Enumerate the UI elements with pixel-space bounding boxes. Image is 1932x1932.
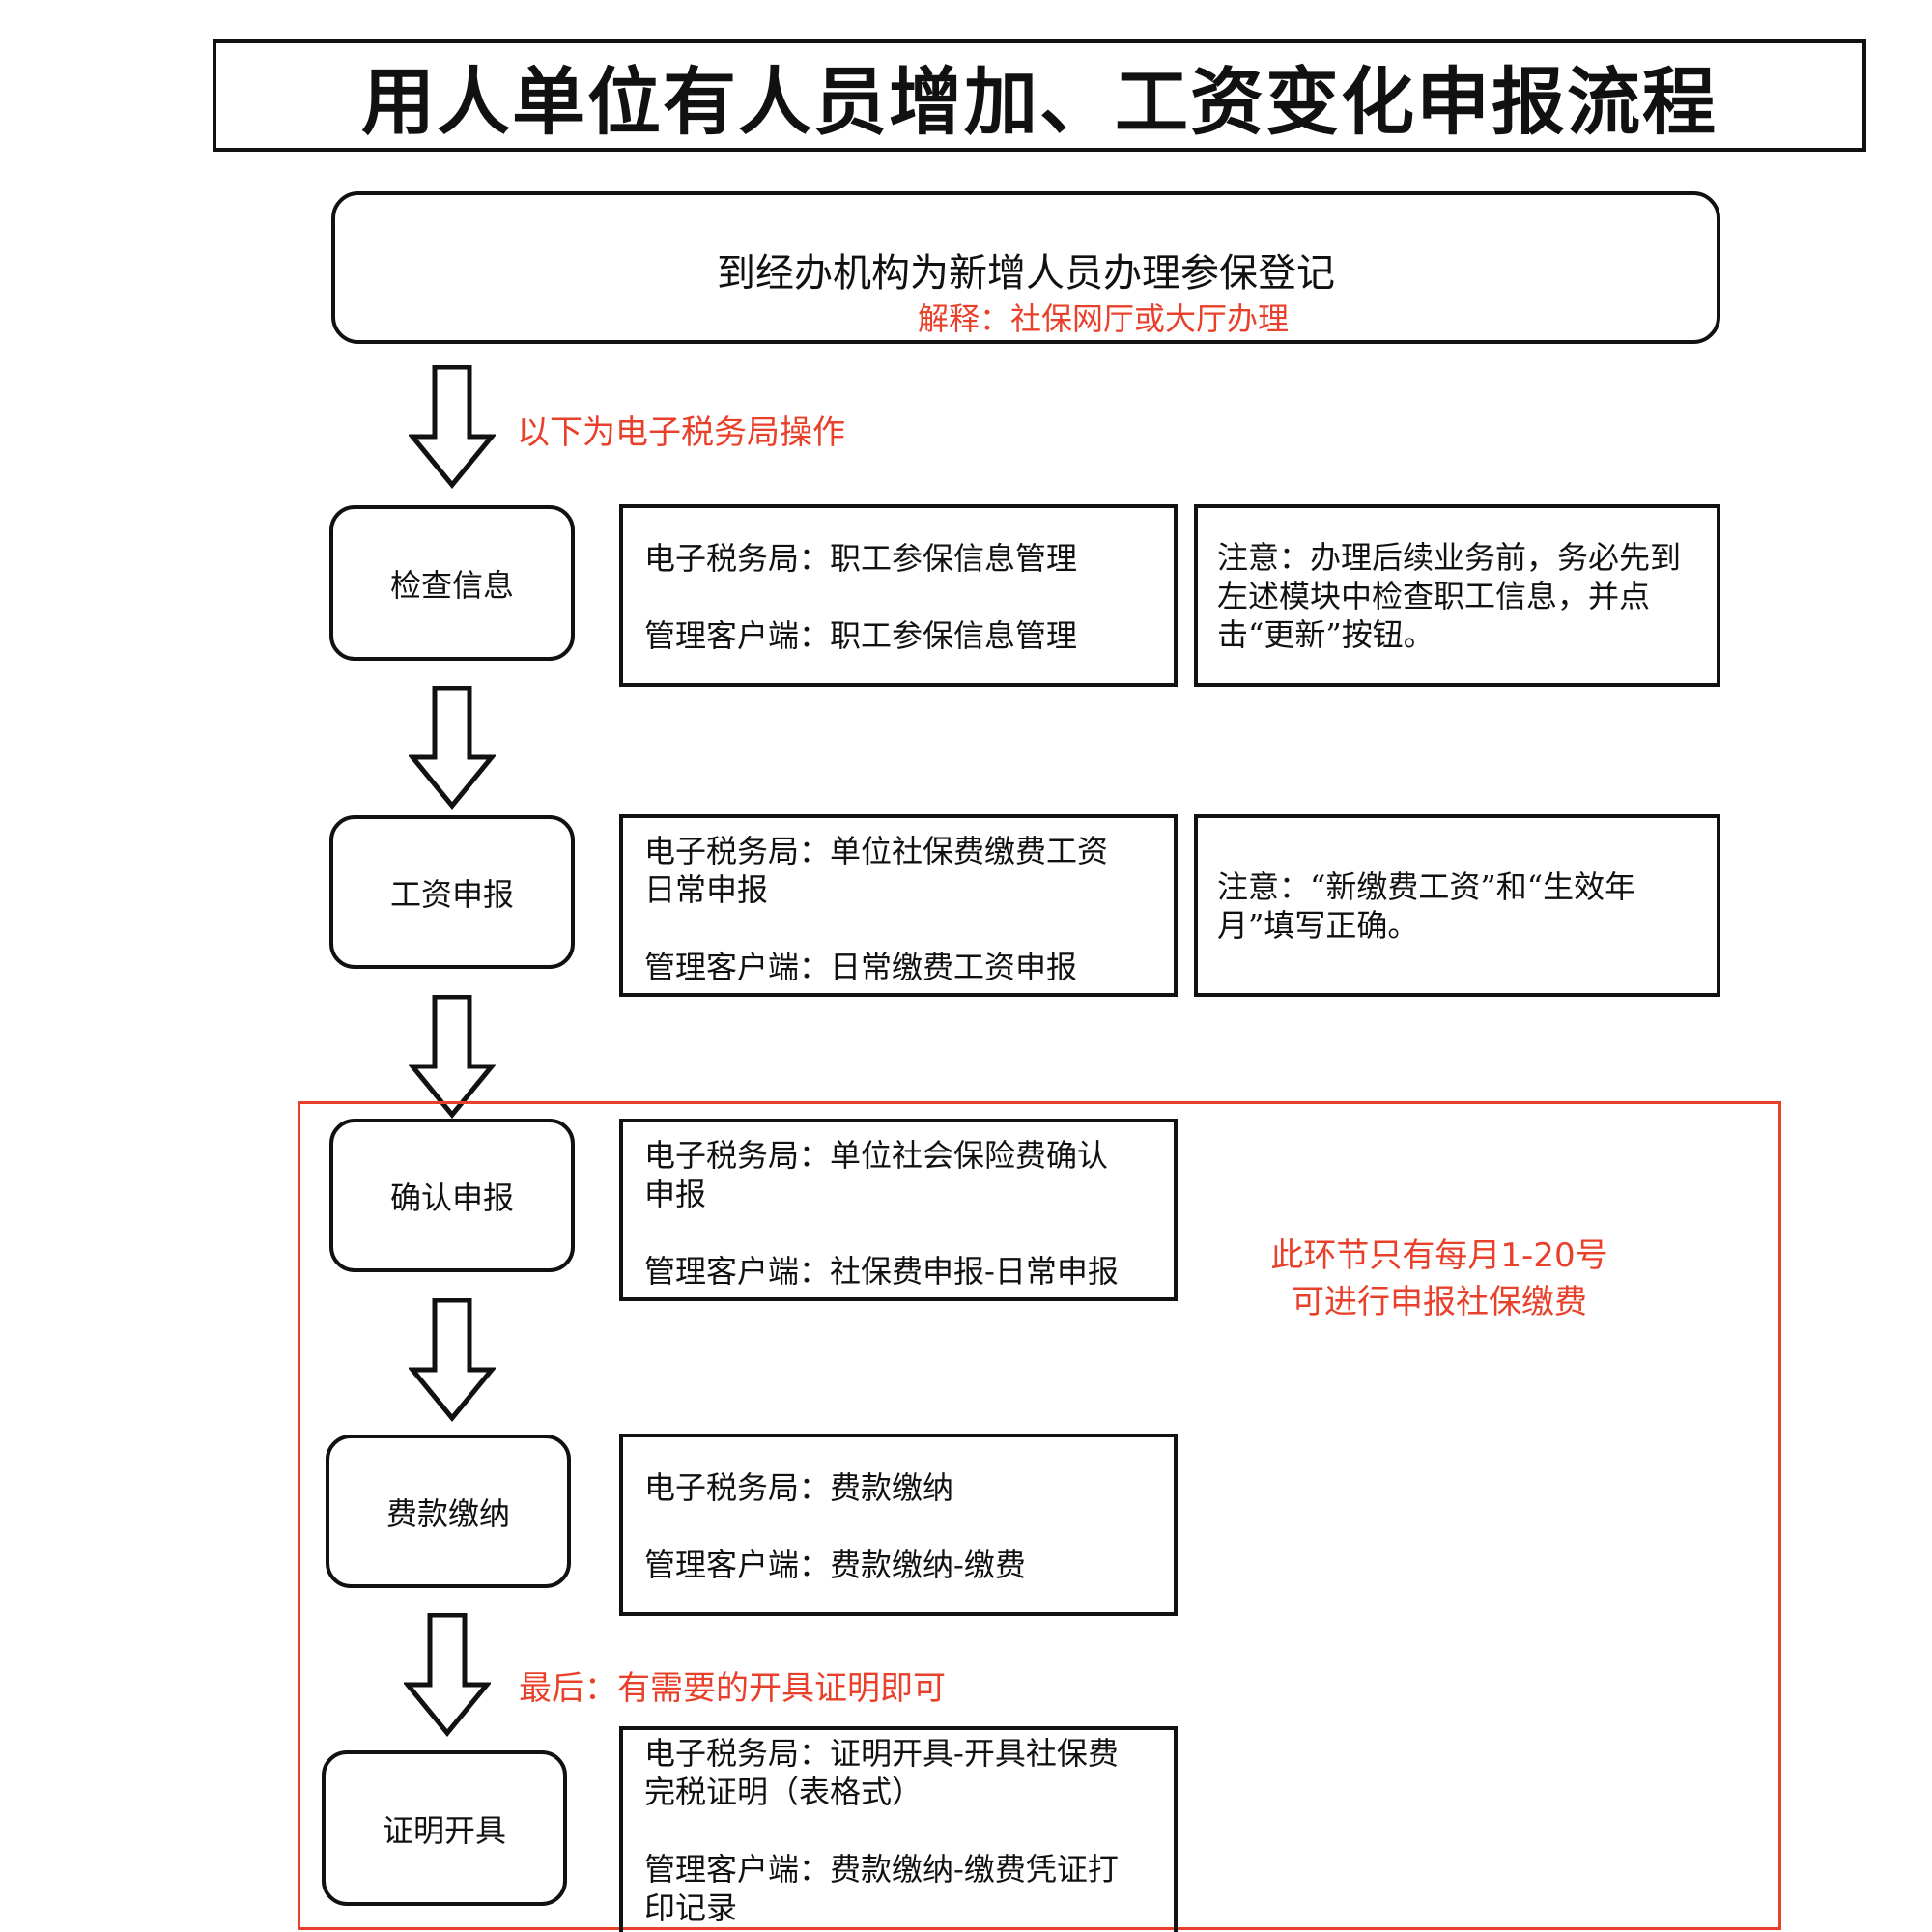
step-label: 工资申报 [389, 875, 514, 913]
detail-line: 管理客户端：费款缴纳-缴费 [644, 1547, 1026, 1583]
down-arrow-icon [409, 365, 496, 489]
detail-line: 电子税务局：单位社保费缴费工资 [644, 833, 1109, 869]
final-note: 最后：有需要的开具证明即可 [519, 1669, 946, 1708]
step-fee-payment: 费款缴纳 [326, 1435, 571, 1588]
period-note-line: 可进行申报社保缴费 [1292, 1283, 1587, 1321]
e-tax-note: 以下为电子税务局操作 [517, 413, 845, 452]
period-note-line: 此环节只有每月1-20号 [1270, 1236, 1608, 1275]
registration-text: 到经办机构为新增人员办理参保登记 [717, 251, 1335, 296]
step-wage-declaration-note: 注意：“新缴费工资”和“生效年月”填写正确。 [1194, 814, 1720, 997]
detail-line: 管理客户端：社保费申报-日常申报 [644, 1253, 1119, 1290]
detail-line: 电子税务局：证明开具-开具社保费 [644, 1735, 1119, 1772]
step-certificate: 证明开具 [322, 1750, 567, 1906]
registration-box: 到经办机构为新增人员办理参保登记 解释：社保网厅或大厅办理 [331, 191, 1720, 344]
detail-line: 电子税务局：单位社会保险费确认 [644, 1137, 1109, 1174]
step-check-info: 检查信息 [329, 505, 575, 661]
down-arrow-icon [409, 995, 496, 1119]
detail-line: 电子税务局：费款缴纳 [644, 1469, 954, 1506]
step-check-info-note: 注意：办理后续业务前，务必先到左述模块中检查职工信息，并点击“更新”按钮。 [1194, 504, 1720, 687]
detail-line: 完税证明（表格式） [644, 1774, 923, 1810]
step-certificate-detail: 电子税务局：证明开具-开具社保费 完税证明（表格式） 管理客户端：费款缴纳-缴费… [619, 1726, 1178, 1932]
detail-line: 印记录 [644, 1889, 738, 1926]
period-note: 此环节只有每月1-20号 可进行申报社保缴费 [1246, 1233, 1633, 1325]
step-confirm-declaration-detail: 电子税务局：单位社会保险费确认 申报 管理客户端：社保费申报-日常申报 [619, 1119, 1178, 1301]
detail-line: 电子税务局：职工参保信息管理 [644, 540, 1078, 577]
detail-line: 申报 [644, 1176, 707, 1212]
step-wage-declaration: 工资申报 [329, 815, 575, 969]
step-label: 确认申报 [389, 1179, 514, 1216]
step-fee-payment-detail: 电子税务局：费款缴纳 管理客户端：费款缴纳-缴费 [619, 1434, 1178, 1616]
step-label: 检查信息 [389, 566, 514, 604]
detail-line: 管理客户端：日常缴费工资申报 [644, 949, 1078, 985]
note-text: 注意：“新缴费工资”和“生效年月”填写正确。 [1217, 867, 1636, 944]
step-wage-declaration-detail: 电子税务局：单位社保费缴费工资 日常申报 管理客户端：日常缴费工资申报 [619, 814, 1178, 997]
step-check-info-detail: 电子税务局：职工参保信息管理 管理客户端：职工参保信息管理 [619, 504, 1178, 687]
step-label: 证明开具 [382, 1811, 506, 1849]
registration-note: 解释：社保网厅或大厅办理 [917, 300, 1289, 337]
down-arrow-icon [409, 686, 496, 810]
step-label: 费款缴纳 [385, 1494, 510, 1532]
detail-line: 管理客户端：费款缴纳-缴费凭证打 [644, 1851, 1119, 1888]
detail-line: 日常申报 [644, 871, 769, 908]
detail-line: 管理客户端：职工参保信息管理 [644, 617, 1078, 654]
down-arrow-icon [404, 1613, 491, 1737]
step-confirm-declaration: 确认申报 [329, 1119, 575, 1272]
diagram-title: 用人单位有人员增加、工资变化申报流程 [361, 58, 1718, 145]
down-arrow-icon [409, 1298, 496, 1422]
note-text: 注意：办理后续业务前，务必先到左述模块中检查职工信息，并点击“更新”按钮。 [1217, 538, 1682, 653]
title-box: 用人单位有人员增加、工资变化申报流程 [213, 39, 1866, 152]
monthly-period-frame [298, 1101, 1781, 1930]
